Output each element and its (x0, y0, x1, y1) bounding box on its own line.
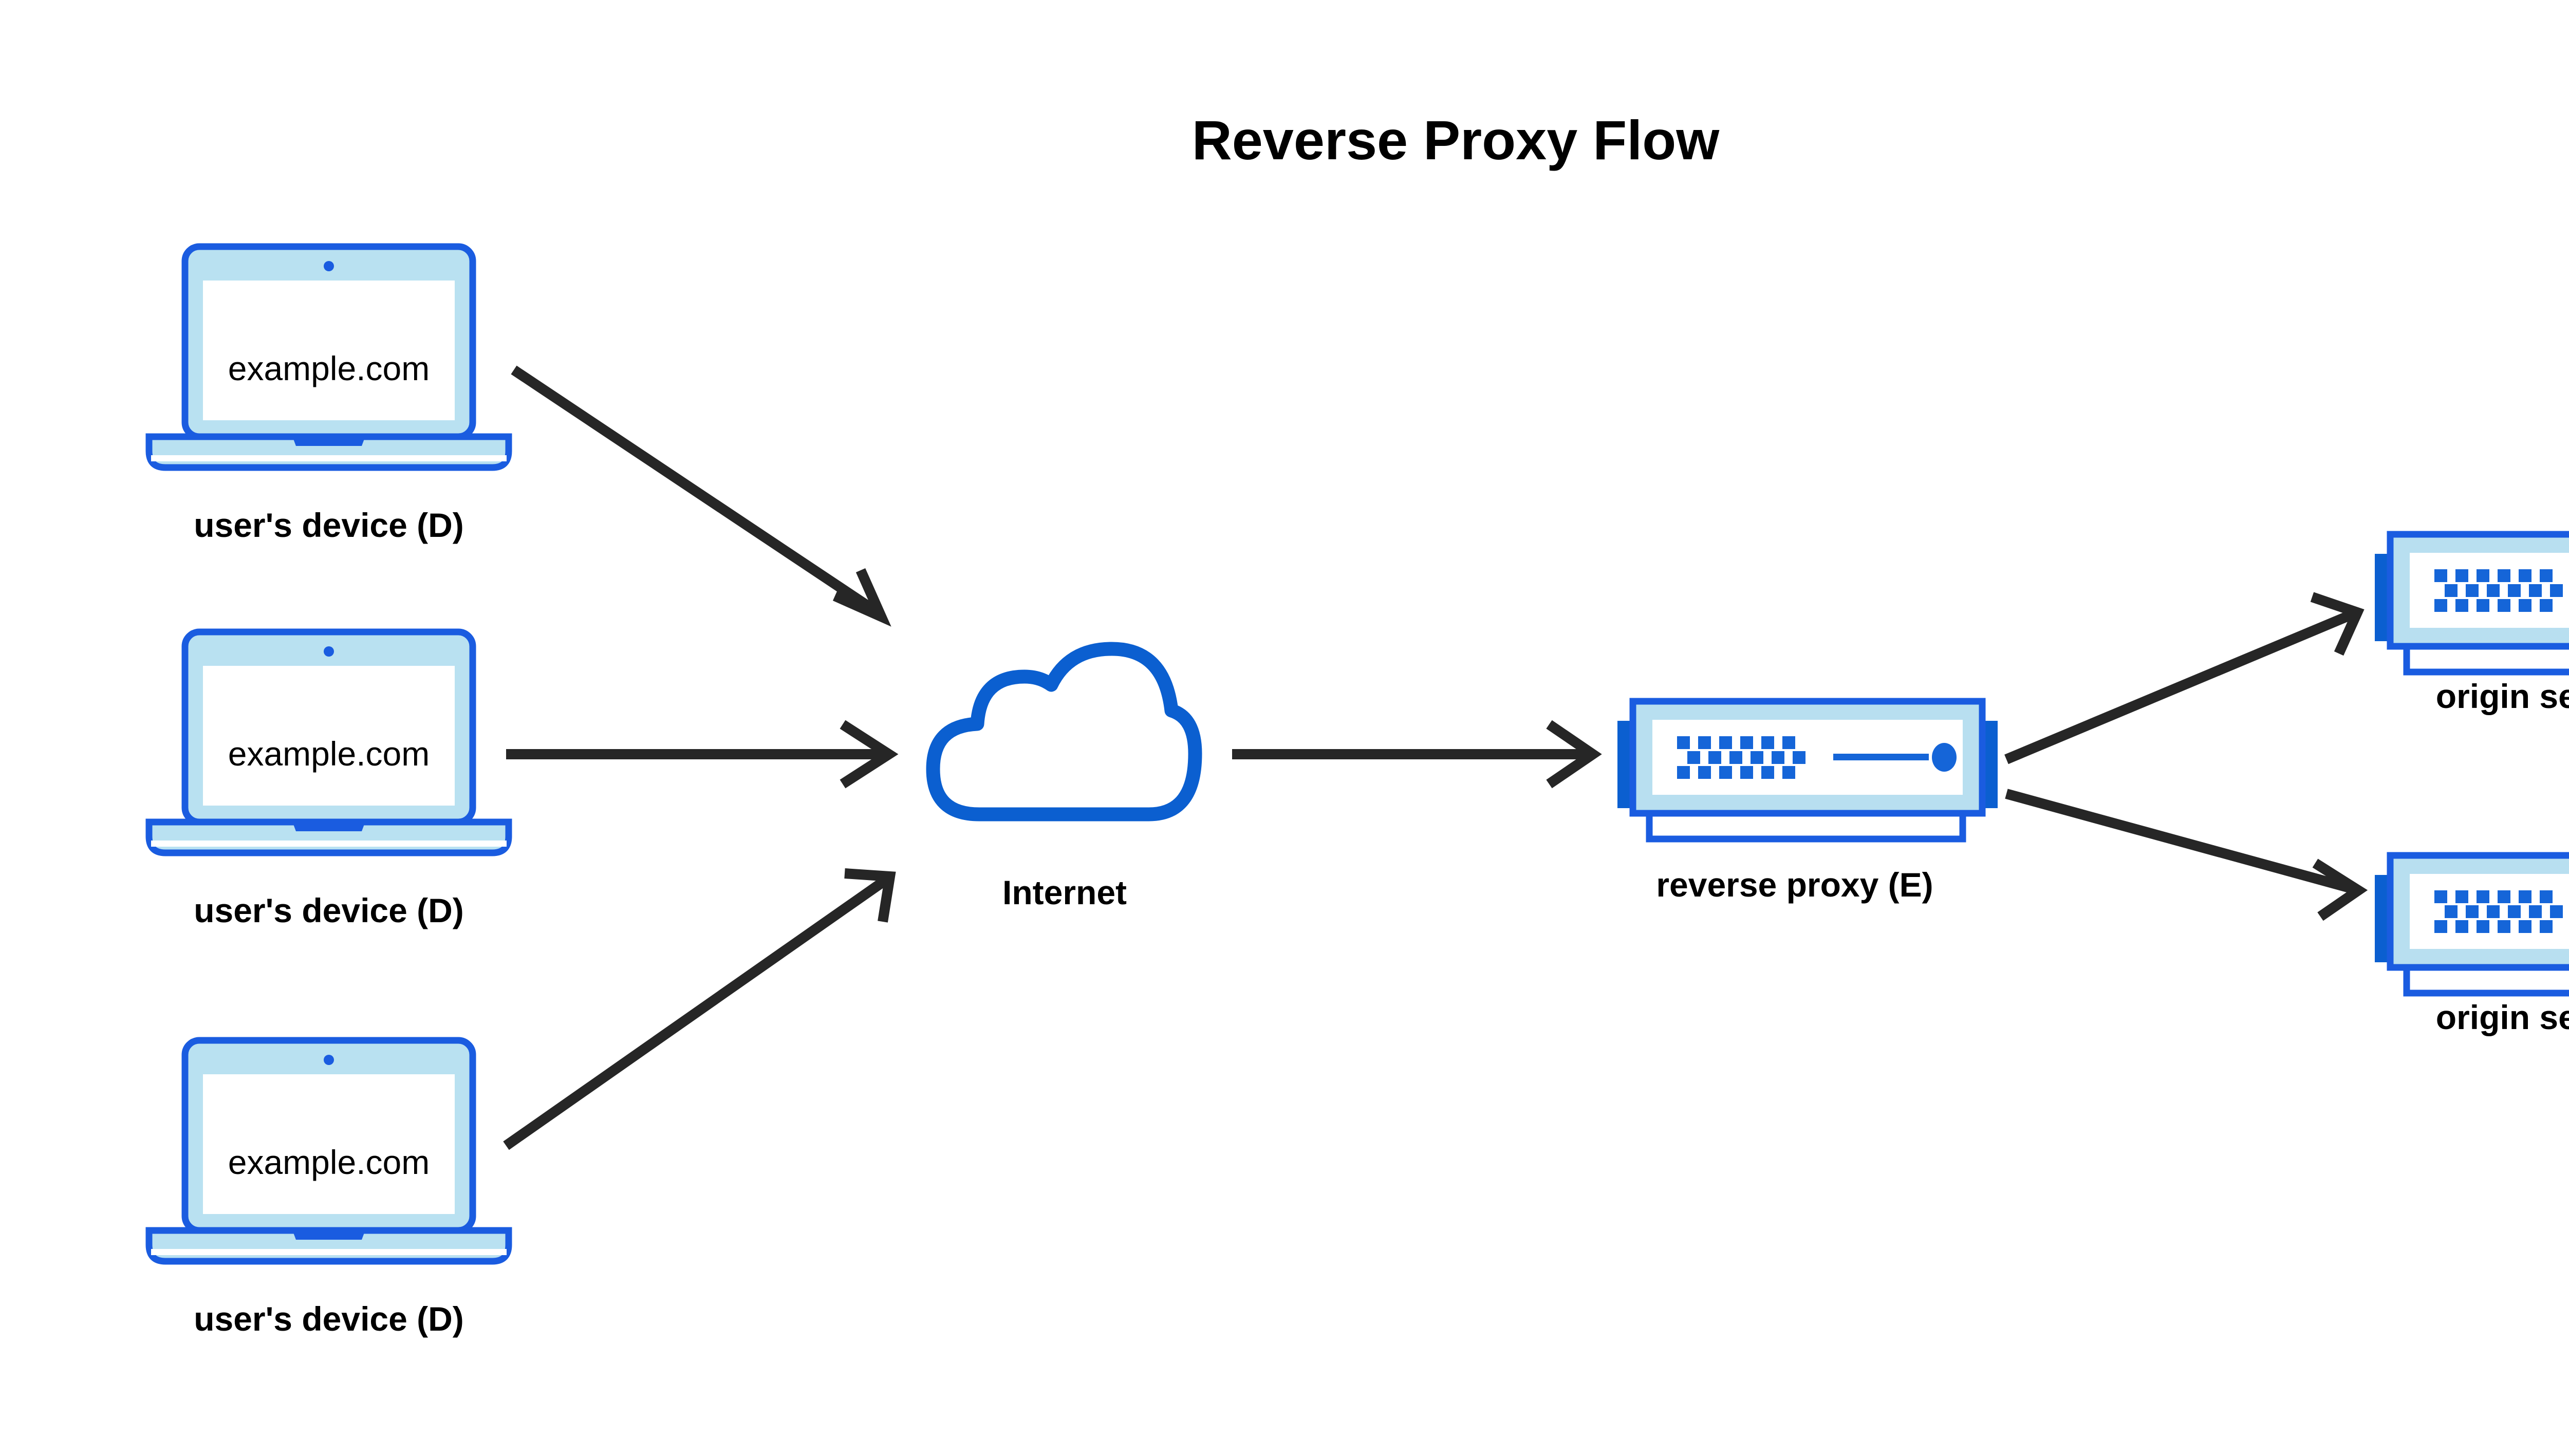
edge-internet-to-proxy (1232, 720, 1602, 789)
device-label: user's device (D) (194, 506, 464, 544)
device-label: user's device (D) (194, 891, 464, 929)
node-internet[interactable]: Internet (933, 649, 1195, 911)
node-device-bottom[interactable]: example.com user's device (D) (149, 1040, 509, 1338)
edge-device-bottom-to-internet (503, 868, 896, 1150)
origin-server-label: origin server (F) (2436, 998, 2569, 1036)
device-screen-text: example.com (228, 1143, 430, 1181)
edge-device-middle-to-internet (506, 720, 899, 789)
node-origin-top[interactable]: origin server (F) (2375, 534, 2569, 715)
device-screen-text: example.com (228, 735, 430, 773)
edge-layer (503, 365, 2368, 1150)
internet-label: Internet (1002, 873, 1127, 911)
device-label: user's device (D) (194, 1300, 464, 1338)
origin-server-label: origin server (F) (2436, 677, 2569, 715)
node-origin-bottom[interactable]: origin server (F) (2375, 855, 2569, 1036)
server-icon (2375, 855, 2569, 993)
reverse-proxy-label: reverse proxy (E) (1656, 866, 1933, 904)
edge-proxy-to-origin-bottom (2005, 789, 2368, 921)
node-device-middle[interactable]: example.com user's device (D) (149, 632, 509, 929)
node-device-top[interactable]: example.com user's device (D) (149, 247, 509, 544)
server-icon (1617, 701, 1998, 839)
page-title: Reverse Proxy Flow (1192, 109, 1720, 171)
edge-device-top-to-internet (511, 365, 891, 627)
server-icon (2375, 534, 2569, 672)
node-reverse-proxy[interactable]: reverse proxy (E) (1617, 701, 1998, 904)
device-screen-text: example.com (228, 349, 430, 387)
edge-proxy-to-origin-top (2004, 592, 2365, 764)
